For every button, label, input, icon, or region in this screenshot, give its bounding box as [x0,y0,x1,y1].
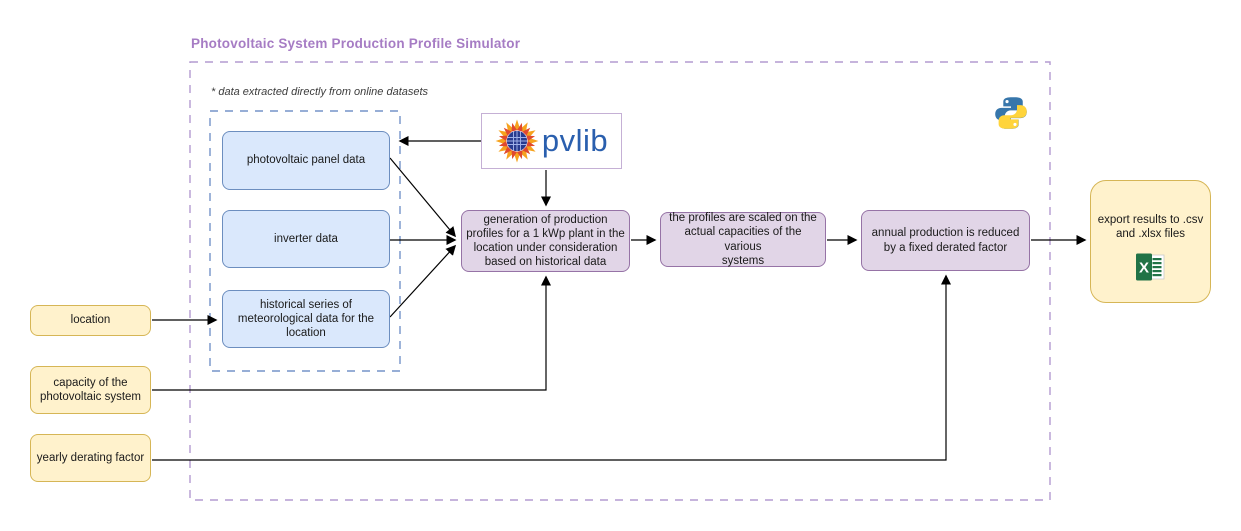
output-export-node: export results to .csv and .xlsx files X [1090,180,1211,303]
input-capacity-label: capacity of the photovoltaic system [40,376,141,403]
python-icon [995,97,1027,129]
dataset-meteo-label: historical series of meteorological data… [237,298,375,339]
dataset-inverter-label: inverter data [274,232,338,245]
input-derating-factor-label: yearly derating factor [36,451,145,464]
datasets-footnote: * data extracted directly from online da… [211,86,429,98]
process-scaling-node: the profiles are scaled on the actual ca… [660,212,826,267]
dataset-panel-label: photovoltaic panel data [246,154,366,167]
input-capacity-node: capacity of the photovoltaic system [30,366,151,414]
pvlib-logo: pvlib [481,113,622,169]
pvlib-wordmark: pvlib [541,123,609,158]
input-derating-factor-node: yearly derating factor [30,434,151,482]
datasets-group-frame [209,110,401,372]
input-location-node: location [30,305,151,336]
pvlib-sun-icon [495,119,539,163]
process-scaling-label: the profiles are scaled on the actual ca… [669,212,817,267]
diagram-title: Photovoltaic System Production Profile S… [191,36,521,51]
simulator-container-frame [189,61,1051,501]
dataset-meteo-node: historical series of meteorological data… [222,290,390,348]
dataset-inverter-node: inverter data [222,210,390,268]
process-derating-label: annual production is reduced by a fixed … [871,227,1020,254]
process-generation-label: generation of production profiles for a … [466,213,625,269]
process-generation-node: generation of production profiles for a … [461,210,630,272]
svg-text:X: X [1138,259,1148,276]
excel-icon: X [1135,253,1164,281]
dataset-panel-node: photovoltaic panel data [222,131,390,190]
output-export-label: export results to .csv and .xlsx files [1097,214,1204,241]
process-derating-node: annual production is reduced by a fixed … [861,210,1030,271]
input-location-label: location [70,314,111,327]
